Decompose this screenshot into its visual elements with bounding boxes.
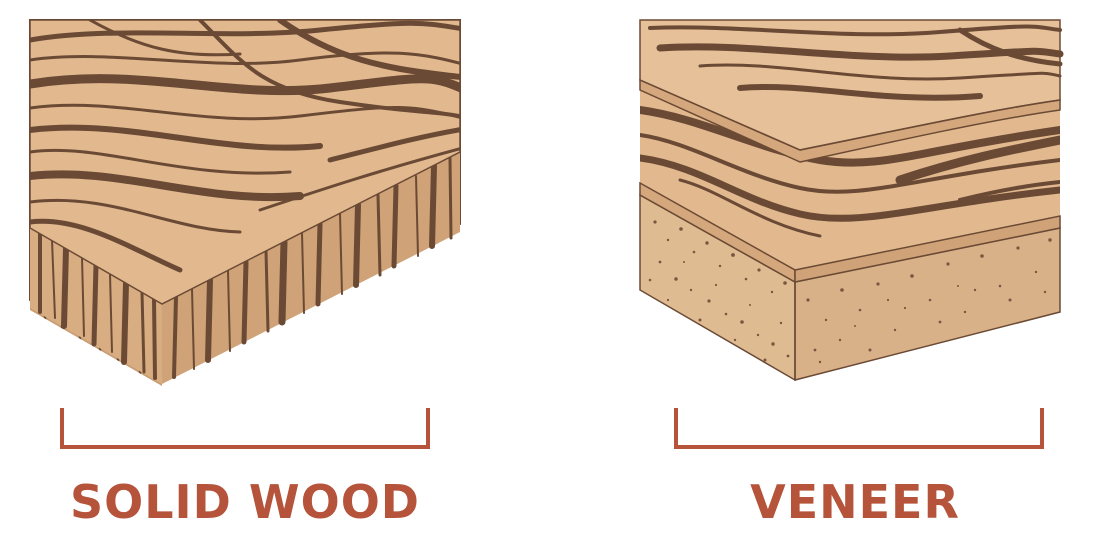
veneer-layers-icon (640, 20, 1060, 380)
bracket-icon-solid (62, 410, 428, 447)
solid-wood-block-icon (30, 20, 470, 386)
bracket-icon-veneer (676, 410, 1042, 447)
veneer-label: VENEER (650, 470, 1060, 534)
solid-wood-label: SOLID WOOD (40, 470, 450, 534)
